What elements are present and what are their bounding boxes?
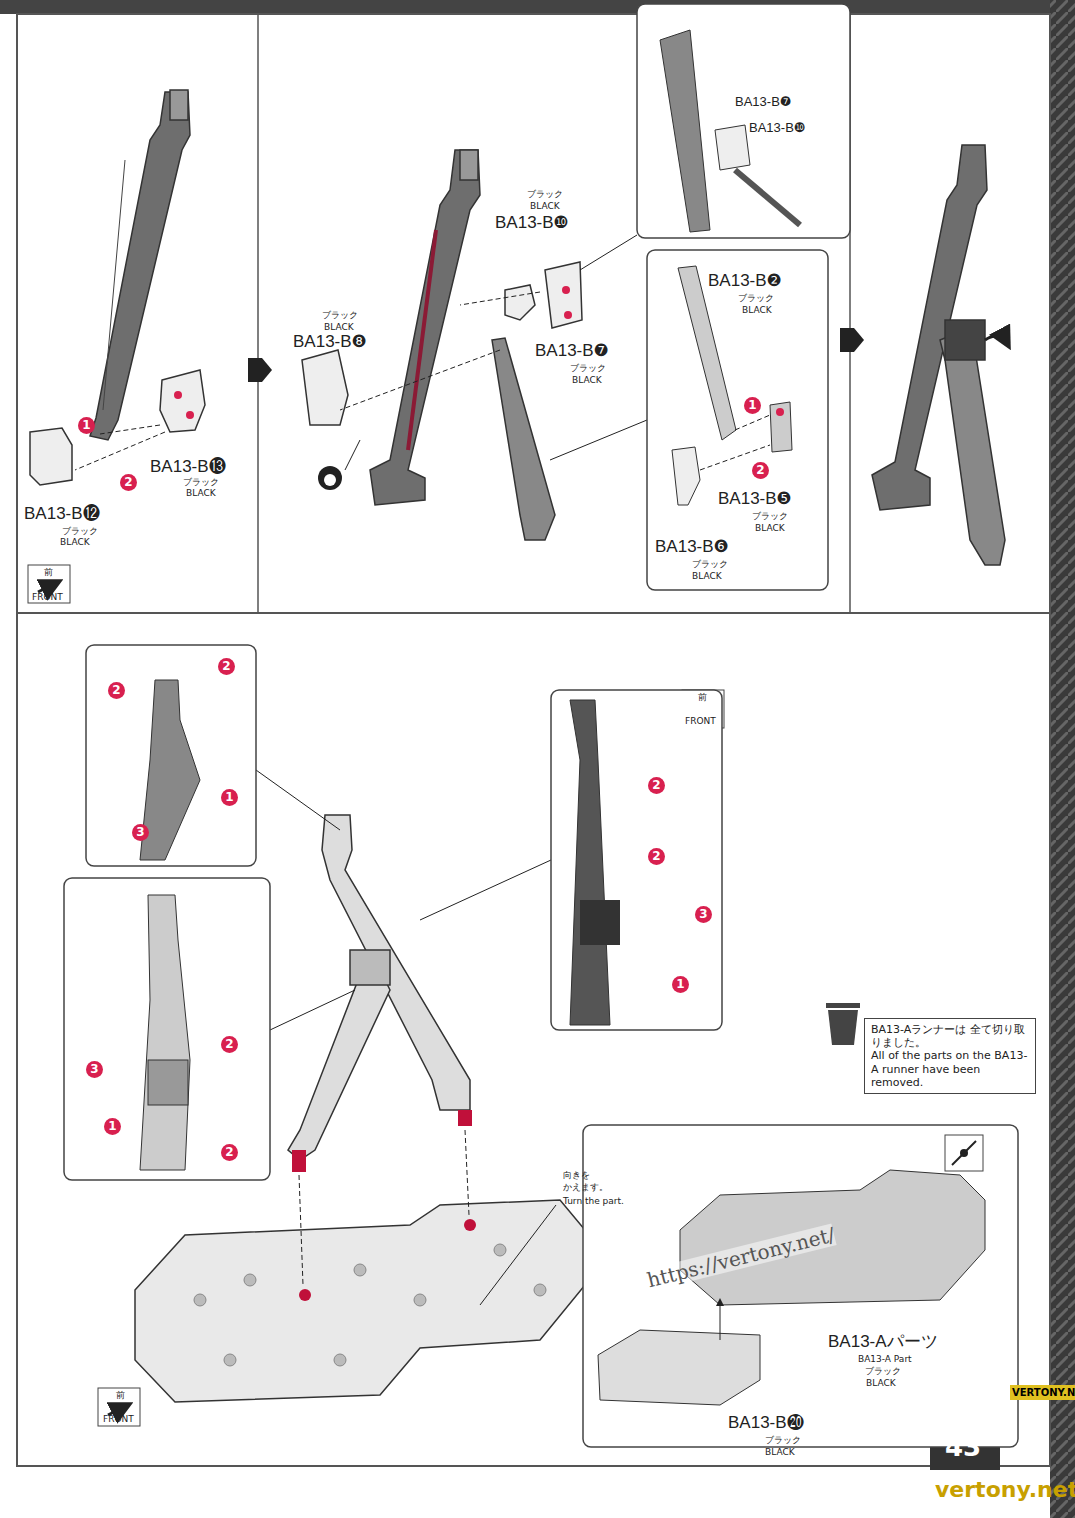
note-text: All of the parts on the BA13-A runner ha… <box>871 1049 1029 1089</box>
color-label: ブラック <box>738 294 774 304</box>
color-label: Turn the part. <box>563 1197 624 1207</box>
callout-number: 2 <box>648 777 665 794</box>
part-label: BA13-B❻ <box>655 538 729 557</box>
color-label: FRONT <box>685 717 716 727</box>
note-text: BA13-Aランナーは 全て切り取りました。 <box>871 1023 1029 1049</box>
part-label: BA13-B❼ <box>735 95 791 109</box>
color-label: ブラック <box>692 560 728 570</box>
part-label: BA13-B❽ <box>293 333 367 352</box>
color-label: BLACK <box>60 538 90 548</box>
color-label: ブラック <box>752 512 788 522</box>
callout-number: 2 <box>648 848 665 865</box>
part-label: BA13-B❺ <box>718 490 792 509</box>
callout-number: 2 <box>221 1144 238 1161</box>
color-label: 前 <box>698 693 707 703</box>
page-number: 43 <box>945 1433 981 1462</box>
part-label: BA13-B⓭ <box>150 458 226 477</box>
color-label: BLACK <box>530 202 560 212</box>
part-label: BA13-B❿ <box>749 121 805 135</box>
color-label: FRONT <box>103 1415 134 1425</box>
color-label: BLACK <box>755 524 785 534</box>
callout-number: 1 <box>672 976 689 993</box>
color-label: ブラック <box>865 1367 901 1377</box>
color-label: BLACK <box>765 1448 795 1458</box>
color-label: ブラック <box>570 364 606 374</box>
color-label: ブラック <box>62 527 98 537</box>
color-label: かえます。 <box>563 1183 608 1193</box>
callout-number: 3 <box>86 1061 103 1078</box>
watermark-badge: VERTONY.NET <box>1010 1385 1075 1400</box>
callout-number: 3 <box>695 906 712 923</box>
callout-number: 2 <box>221 1036 238 1053</box>
color-label: 前 <box>116 1391 125 1401</box>
color-label: 前 <box>44 568 53 578</box>
callout-number: 2 <box>120 474 137 491</box>
note-box: BA13-Aランナーは 全て切り取りました。All of the parts o… <box>864 1018 1036 1094</box>
color-label: BLACK <box>572 376 602 386</box>
color-label: ブラック <box>765 1436 801 1446</box>
color-label: ブラック <box>527 190 563 200</box>
part-label: BA13-B❷ <box>708 272 782 291</box>
watermark: vertony.net <box>935 1478 1075 1502</box>
color-label: FRONT <box>32 593 63 603</box>
color-label: ブラック <box>183 478 219 488</box>
callout-number: 2 <box>218 658 235 675</box>
callout-number: 1 <box>221 789 238 806</box>
callout-number: 2 <box>108 682 125 699</box>
callout-number: 1 <box>744 397 761 414</box>
color-label: 向きを <box>563 1171 590 1181</box>
color-label: BLACK <box>866 1379 896 1389</box>
color-label: BLACK <box>324 323 354 333</box>
callout-number: 3 <box>132 824 149 841</box>
part-label: BA13-B⓬ <box>24 505 100 524</box>
part-label: BA13-B⓴ <box>728 1414 804 1433</box>
color-label: BLACK <box>692 572 722 582</box>
callout-number: 1 <box>78 417 95 434</box>
part-label: BA13-B❼ <box>535 342 609 361</box>
color-label: BA13-A Part <box>858 1355 912 1365</box>
part-label: BA13-B❿ <box>495 214 569 233</box>
callout-number: 1 <box>104 1118 121 1135</box>
color-label: BLACK <box>742 306 772 316</box>
color-label: BLACK <box>186 489 216 499</box>
part-label: BA13-Aパーツ <box>828 1333 938 1352</box>
callout-number: 2 <box>752 462 769 479</box>
color-label: ブラック <box>322 311 358 321</box>
